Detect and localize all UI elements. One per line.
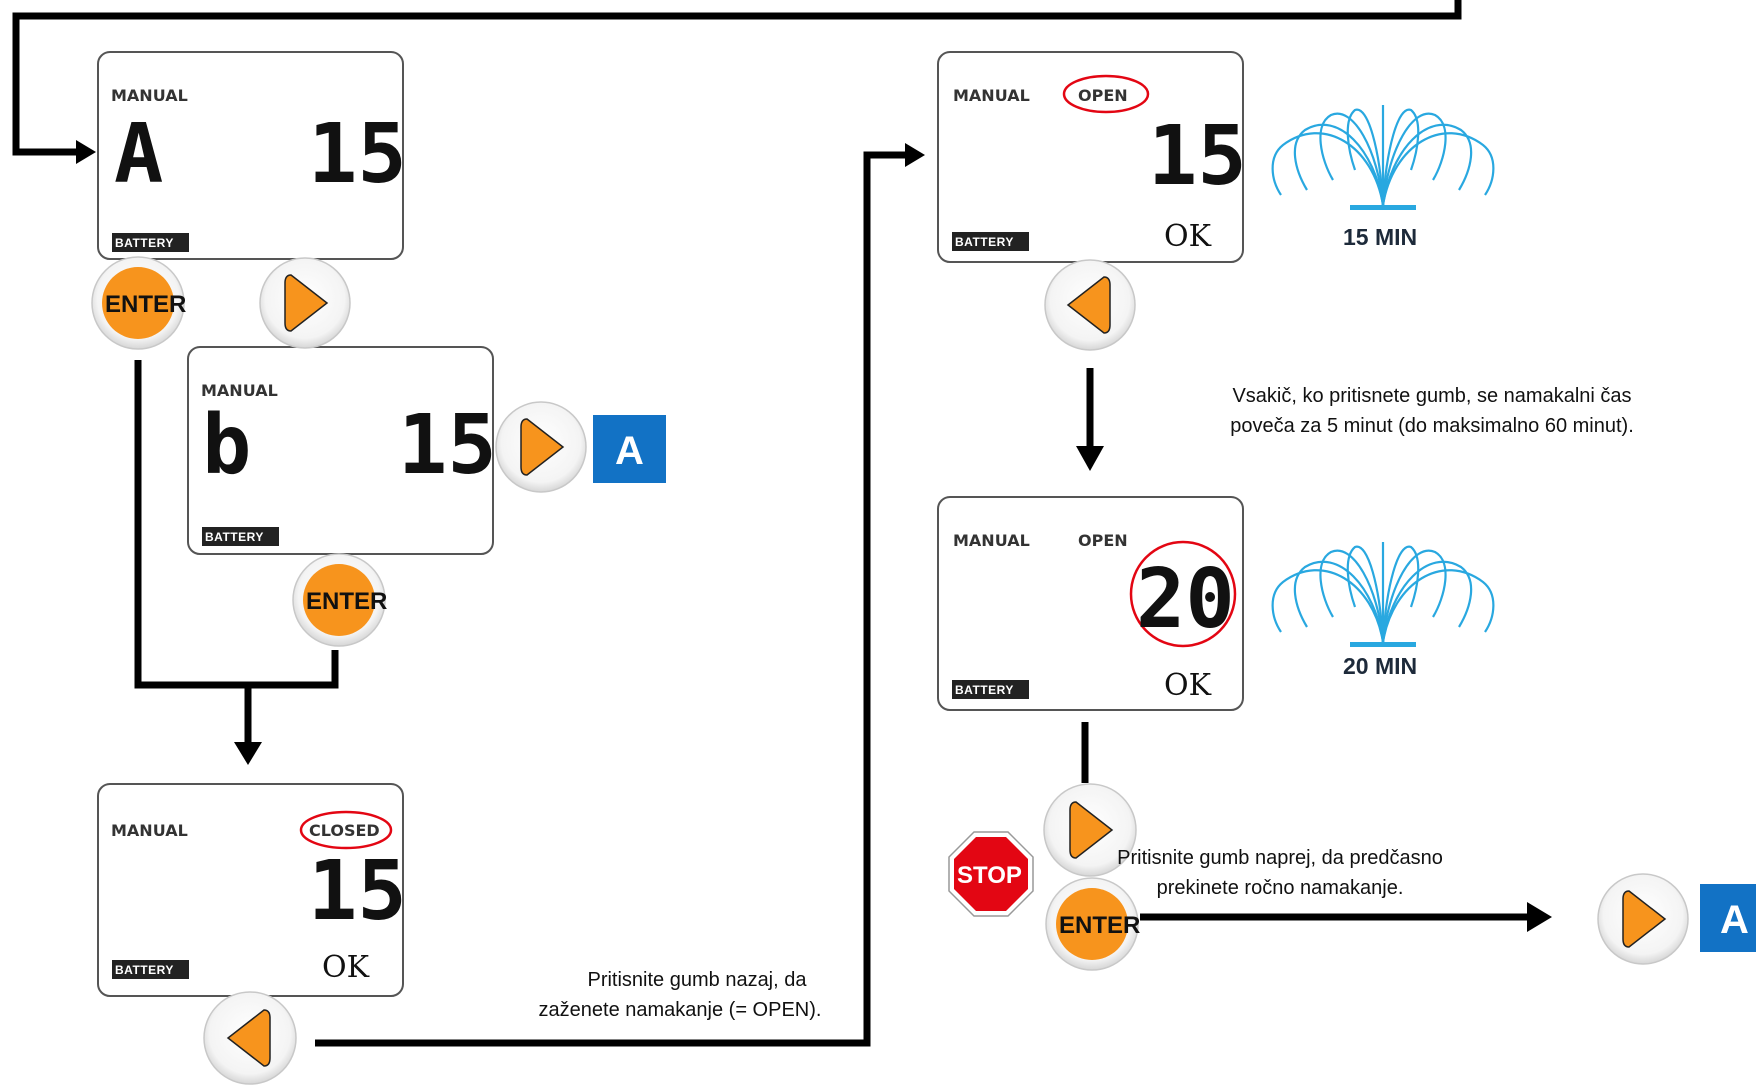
duration-value: 15 [308, 844, 407, 939]
triangle-right-icon [284, 274, 329, 332]
battery-indicator [952, 232, 1029, 251]
flow-arrowhead-to-open15 [905, 143, 925, 167]
lcd-screen-open-15: MANUAL OPEN 15 OK BATTERY [937, 51, 1247, 263]
forward-button[interactable] [259, 257, 351, 349]
triangle-left-icon [1066, 276, 1111, 334]
lcd-screen-program-a: MANUAL A 15 BATTERY [97, 51, 407, 260]
marker-a: A [1700, 884, 1756, 952]
program-letter: b [202, 398, 251, 493]
caption-stop-line1: Pritisnite gumb naprej, da predčasno [1117, 847, 1443, 869]
battery-indicator [202, 527, 279, 546]
enter-button[interactable]: ENTER [292, 553, 387, 647]
back-button[interactable] [203, 991, 297, 1085]
value-highlight-circle [1129, 540, 1237, 648]
caption-increase-line1: Vsakič, ko pritisnete gumb, se namakalni… [1232, 385, 1631, 407]
enter-button-label: ENTER [306, 588, 387, 615]
flow-arrowhead-to-next [1527, 902, 1552, 932]
stop-sign-label: STOP [957, 862, 1022, 889]
marker-a: A [593, 415, 666, 483]
battery-indicator [112, 960, 189, 979]
mode-label: MANUAL [111, 821, 188, 840]
ok-indicator: OK [322, 950, 370, 985]
ok-indicator: OK [1164, 668, 1212, 703]
flow-arrowhead-to-closed [234, 742, 262, 765]
back-button[interactable] [1044, 259, 1136, 351]
sprinkler-fountain-icon [1271, 542, 1495, 647]
enter-button[interactable]: ENTER [1045, 877, 1140, 971]
status-closed-label: CLOSED [309, 821, 380, 840]
forward-button[interactable] [495, 401, 587, 493]
status-open-label: OPEN [1078, 86, 1128, 105]
caption-back-line1: Pritisnite gumb nazaj, da [587, 969, 807, 991]
program-letter: A [114, 107, 163, 202]
flow-arrowhead-to-open20 [1076, 446, 1104, 471]
battery-label: BATTERY [955, 683, 1014, 697]
status-open-label: OPEN [1078, 531, 1128, 550]
lcd-screen-program-b: MANUAL b 15 BATTERY [187, 346, 497, 555]
fountain-duration-label: 15 MIN [1343, 224, 1417, 250]
status-highlight-circle [299, 810, 393, 850]
flow-arrowhead-to-screen-a [76, 140, 96, 164]
enter-button-label: ENTER [1059, 912, 1140, 939]
duration-value: 20 [1136, 552, 1235, 647]
duration-value: 15 [308, 107, 407, 202]
flow-line-top-loop [12, 0, 1462, 156]
caption-stop-line2: prekinete ročno namakanje. [1157, 877, 1404, 899]
triangle-left-icon [226, 1009, 271, 1067]
battery-label: BATTERY [115, 236, 174, 250]
triangle-right-icon [520, 418, 565, 476]
ok-indicator: OK [1164, 219, 1212, 254]
lcd-screen-open-20: MANUAL OPEN 20 OK BATTERY [937, 496, 1244, 711]
duration-value: 15 [1148, 109, 1247, 204]
mode-label: MANUAL [953, 531, 1030, 550]
battery-indicator [112, 233, 189, 252]
forward-button[interactable] [1597, 873, 1689, 965]
forward-button[interactable] [1043, 783, 1137, 877]
duration-value: 15 [398, 398, 497, 493]
fountain-duration-label: 20 MIN [1343, 653, 1417, 679]
stop-sign-icon: STOP [948, 831, 1034, 917]
marker-a-label: A [1720, 898, 1749, 942]
caption-back-line2: zaženete namakanje (= OPEN). [539, 999, 822, 1021]
sprinkler-fountain-icon [1271, 105, 1495, 210]
mode-label: MANUAL [111, 86, 188, 105]
enter-button-label: ENTER [105, 291, 186, 318]
flow-lines [12, 0, 1552, 1047]
marker-a-label: A [615, 429, 644, 473]
battery-label: BATTERY [955, 235, 1014, 249]
battery-label: BATTERY [205, 530, 264, 544]
caption-increase-line2: poveča za 5 minut (do maksimalno 60 minu… [1230, 415, 1634, 437]
flow-line-back-to-open [315, 151, 908, 1047]
mode-label: MANUAL [953, 86, 1030, 105]
mode-label: MANUAL [201, 381, 278, 400]
flow-line-enter-left [134, 360, 339, 689]
lcd-screen-closed: MANUAL CLOSED 15 OK BATTERY [97, 783, 407, 997]
battery-indicator [952, 680, 1029, 699]
enter-button[interactable]: ENTER [91, 256, 186, 350]
triangle-right-icon [1069, 801, 1114, 859]
battery-label: BATTERY [115, 963, 174, 977]
status-highlight-circle [1062, 74, 1150, 114]
triangle-right-icon [1622, 890, 1667, 948]
